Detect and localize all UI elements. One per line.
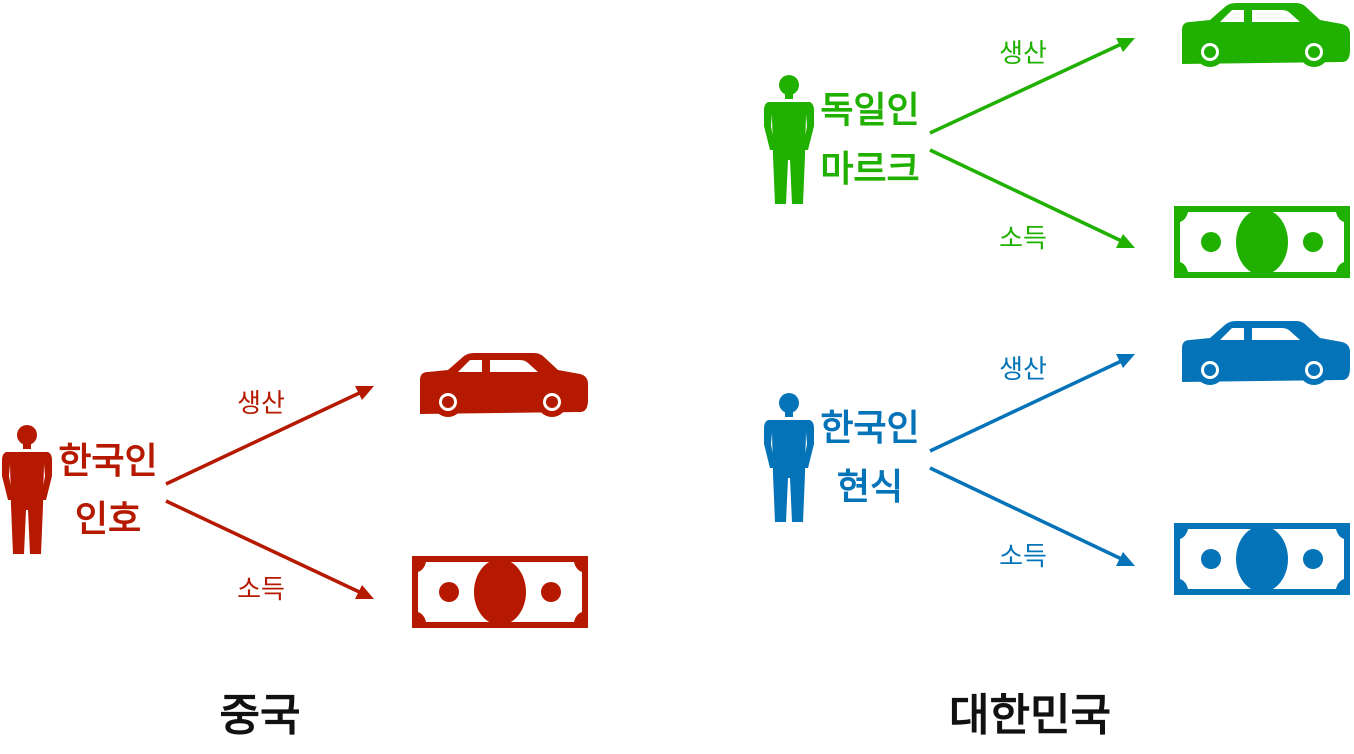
person-nationality-label: 한국인 bbox=[58, 441, 157, 482]
korea-german-group: 독일인 마르크 생산 소득 bbox=[764, 3, 1350, 278]
production-label: 생산 bbox=[999, 39, 1047, 69]
person-nationality-label: 독일인 bbox=[820, 90, 919, 131]
income-label: 소득 bbox=[999, 542, 1047, 572]
country-label-china: 중국 bbox=[220, 690, 301, 741]
person-icon bbox=[764, 75, 814, 204]
korea-korean-group: 한국인 현식 생산 소득 bbox=[764, 321, 1350, 595]
production-arrow bbox=[929, 355, 1131, 453]
banknote-icon bbox=[412, 556, 588, 628]
production-arrowhead bbox=[355, 386, 374, 400]
banknote-icon bbox=[1174, 523, 1350, 595]
income-label: 소득 bbox=[999, 224, 1047, 254]
income-arrow bbox=[165, 499, 371, 599]
person-name-label: 현식 bbox=[837, 467, 903, 508]
car-icon bbox=[1182, 321, 1350, 385]
production-arrowhead bbox=[1116, 38, 1135, 52]
income-arrow bbox=[929, 148, 1131, 247]
person-name-label: 마르크 bbox=[820, 149, 919, 190]
income-arrow bbox=[929, 466, 1131, 565]
car-icon bbox=[1182, 3, 1350, 67]
production-arrowhead bbox=[1116, 354, 1135, 368]
income-arrowhead bbox=[1116, 234, 1135, 248]
production-arrow bbox=[929, 38, 1131, 135]
china-panel: 한국인 인호 생산 소득 중국 bbox=[2, 353, 588, 741]
production-arrow bbox=[165, 386, 371, 486]
person-name-label: 인호 bbox=[75, 499, 141, 540]
income-arrowhead bbox=[1116, 552, 1135, 566]
person-icon bbox=[2, 425, 52, 554]
country-label-korea: 대한민국 bbox=[949, 690, 1111, 741]
production-label: 생산 bbox=[999, 355, 1047, 385]
person-nationality-label: 한국인 bbox=[820, 408, 919, 449]
banknote-icon bbox=[1174, 206, 1350, 278]
income-arrowhead bbox=[355, 585, 374, 599]
production-label: 생산 bbox=[237, 389, 285, 419]
income-label: 소득 bbox=[237, 575, 285, 605]
person-icon bbox=[764, 393, 814, 522]
car-icon bbox=[420, 353, 588, 417]
